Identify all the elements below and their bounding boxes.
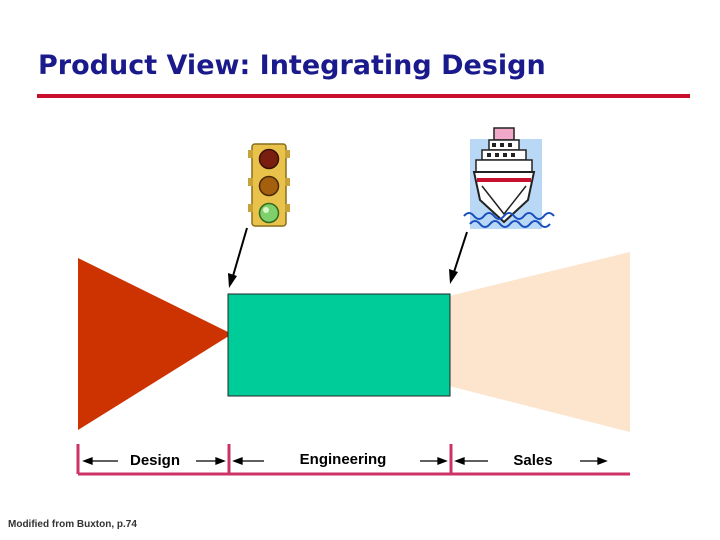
- cruise-ship-icon: [463, 127, 555, 229]
- page-title: Product View: Integrating Design: [38, 50, 546, 81]
- source-footnote: Modified from Buxton, p.74: [8, 519, 137, 530]
- sales-right-arrow: [580, 457, 608, 465]
- design-right-arrow: [196, 457, 226, 465]
- ship-pointer-arrow: [449, 231, 468, 284]
- sales-left-arrow: [454, 457, 488, 465]
- engineering-left-arrow: [232, 457, 264, 465]
- sales-funnel-shape: [449, 252, 630, 432]
- phase-label-sales: Sales: [513, 452, 553, 469]
- phase-label-design: Design: [129, 452, 181, 469]
- phase-timeline: [76, 444, 630, 476]
- phase-label-engineering: Engineering: [299, 451, 387, 468]
- design-funnel-shape: [78, 258, 232, 430]
- title-underline: [37, 94, 690, 98]
- engineering-right-arrow: [420, 457, 448, 465]
- engineering-box: [227, 293, 451, 397]
- design-left-arrow: [82, 457, 118, 465]
- traffic-light-icon: [248, 143, 290, 227]
- traffic-light-pointer-arrow: [228, 227, 248, 288]
